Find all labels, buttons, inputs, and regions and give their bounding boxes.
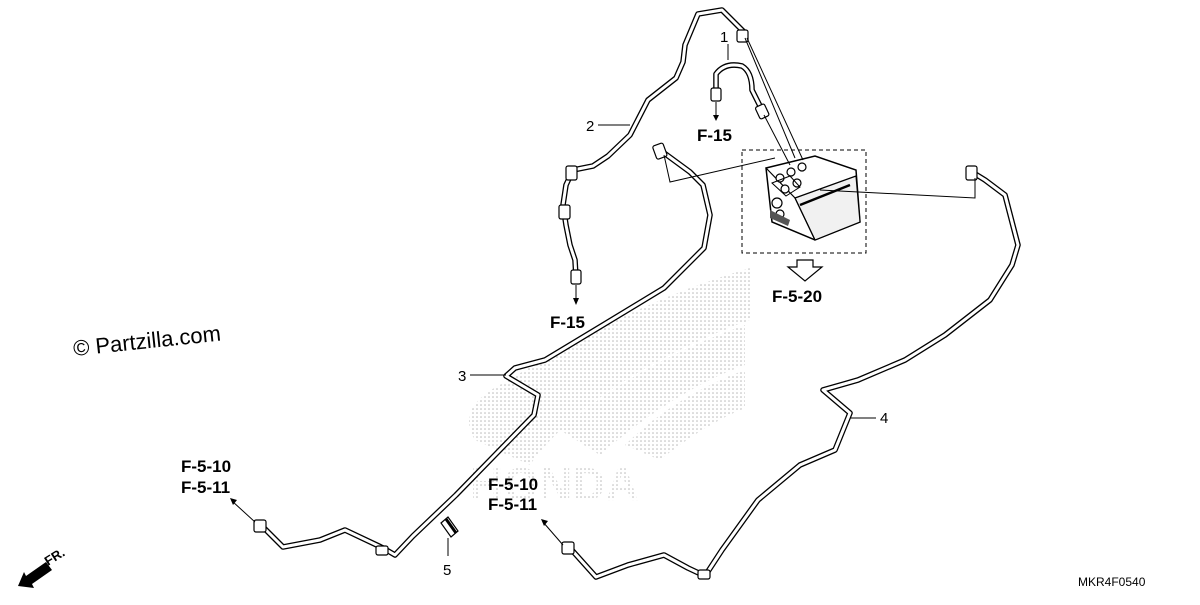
- flare-nut: [710, 87, 722, 102]
- callout-2: 2: [586, 118, 594, 135]
- arrow-to-f15-top: [713, 102, 719, 121]
- brake-pipe-3: [253, 142, 713, 558]
- flare-nut: [965, 165, 978, 181]
- flare-nut: [253, 519, 267, 533]
- ref-f520: F-5-20: [772, 287, 822, 306]
- callout-4: 4: [880, 410, 888, 427]
- ref-left-f5-10: F-5-10: [181, 457, 231, 476]
- flare-nut: [652, 142, 668, 160]
- ref-mid-f5-11: F-5-11: [488, 495, 537, 514]
- callout-1: 1: [720, 29, 728, 46]
- abs-modulator-unit: [741, 149, 867, 254]
- partzilla-watermark: © Partzilla.com: [72, 321, 222, 361]
- hollow-arrow-down-icon: [786, 259, 824, 282]
- honda-wing-logo: HONDA: [468, 268, 750, 510]
- callout-3: 3: [458, 368, 466, 385]
- honda-logo-text: HONDA: [470, 458, 639, 510]
- brake-pipe-1: [710, 62, 770, 120]
- ref-mid-f5-10: F-5-10: [488, 475, 538, 494]
- ref-f15-left: F-15: [550, 313, 585, 332]
- abs-dashed-outline: [741, 149, 867, 254]
- diagram-code: MKR4F0540: [1078, 575, 1146, 589]
- callout-5: 5: [443, 562, 451, 579]
- front-direction-arrow-icon: FR.: [18, 545, 67, 588]
- brake-pipe-4: [561, 165, 1021, 580]
- flare-nut: [570, 269, 582, 285]
- arrow-up-left-icon: [230, 498, 237, 505]
- flare-nut: [561, 541, 575, 555]
- arrow-to-f15-left: [573, 285, 579, 305]
- arrow-up-left-icon: [541, 519, 548, 526]
- ref-f15-top: F-15: [697, 126, 732, 145]
- ref-left-f5-11: F-5-11: [181, 478, 230, 497]
- bleeder-screw-part-5: [440, 516, 459, 538]
